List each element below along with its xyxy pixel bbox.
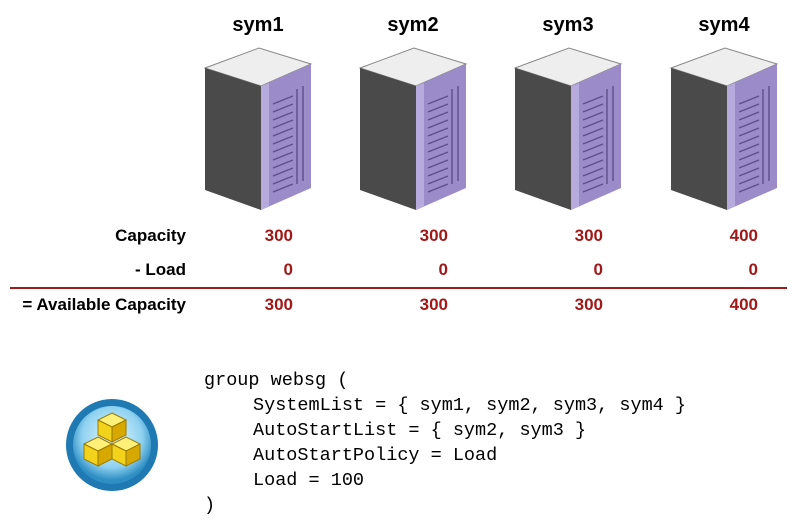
load-label: - Load bbox=[135, 260, 186, 279]
capacity-value-sym4: 400 bbox=[729, 226, 758, 245]
system-name-sym4: sym4 bbox=[698, 14, 750, 36]
system-name-sym3: sym3 bbox=[542, 14, 594, 36]
available-value-sym3: 300 bbox=[574, 295, 603, 314]
code-line: AutoStartPolicy = Load bbox=[253, 445, 498, 466]
config-code-block: group websg ( SystemList = { sym1, sym2,… bbox=[204, 368, 686, 518]
capacity-label: Capacity bbox=[115, 226, 186, 245]
system-name-sym2: sym2 bbox=[387, 14, 439, 36]
available-value-sym4: 400 bbox=[729, 295, 758, 314]
server-tower-icon bbox=[203, 47, 313, 210]
server-tower-icon bbox=[358, 47, 468, 210]
load-value-sym3: 0 bbox=[593, 260, 603, 279]
capacity-value-sym2: 300 bbox=[419, 226, 448, 245]
available-value-sym1: 300 bbox=[264, 295, 293, 314]
load-value-sym1: 0 bbox=[283, 260, 293, 279]
code-line: Load = 100 bbox=[253, 470, 365, 491]
capacity-value-sym3: 300 bbox=[574, 226, 603, 245]
sum-divider bbox=[10, 287, 787, 289]
server-tower-icon bbox=[513, 47, 623, 210]
code-line: AutoStartList = { sym2, sym3 } bbox=[253, 420, 587, 441]
server-tower-icon bbox=[669, 47, 779, 210]
load-value-sym4: 0 bbox=[748, 260, 758, 279]
available-value-sym2: 300 bbox=[419, 295, 448, 314]
code-line: group websg ( bbox=[204, 370, 349, 391]
available-capacity-label: = Available Capacity bbox=[22, 295, 186, 314]
code-line: SystemList = { sym1, sym2, sym3, sym4 } bbox=[253, 395, 686, 416]
system-name-sym1: sym1 bbox=[232, 14, 284, 36]
load-value-sym2: 0 bbox=[438, 260, 448, 279]
code-line: ) bbox=[204, 495, 216, 516]
capacity-value-sym1: 300 bbox=[264, 226, 293, 245]
cluster-cubes-icon bbox=[66, 399, 158, 491]
